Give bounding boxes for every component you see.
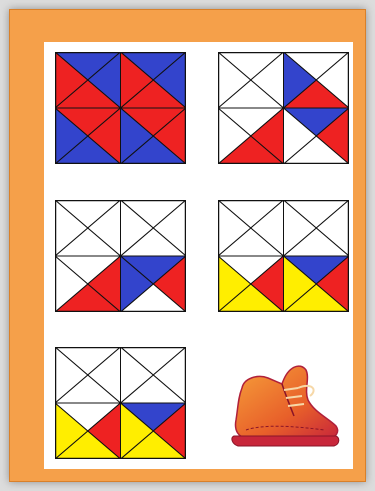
tile-puzzle-1: [55, 52, 186, 164]
tile-puzzle-3: [55, 200, 186, 312]
tile-puzzle-5: [55, 347, 186, 459]
content-panel: [44, 42, 353, 469]
boot-icon: [224, 360, 346, 450]
tile-puzzle-2: [218, 52, 349, 164]
tile-puzzle-4: [218, 200, 349, 312]
picture-frame: [9, 9, 366, 482]
